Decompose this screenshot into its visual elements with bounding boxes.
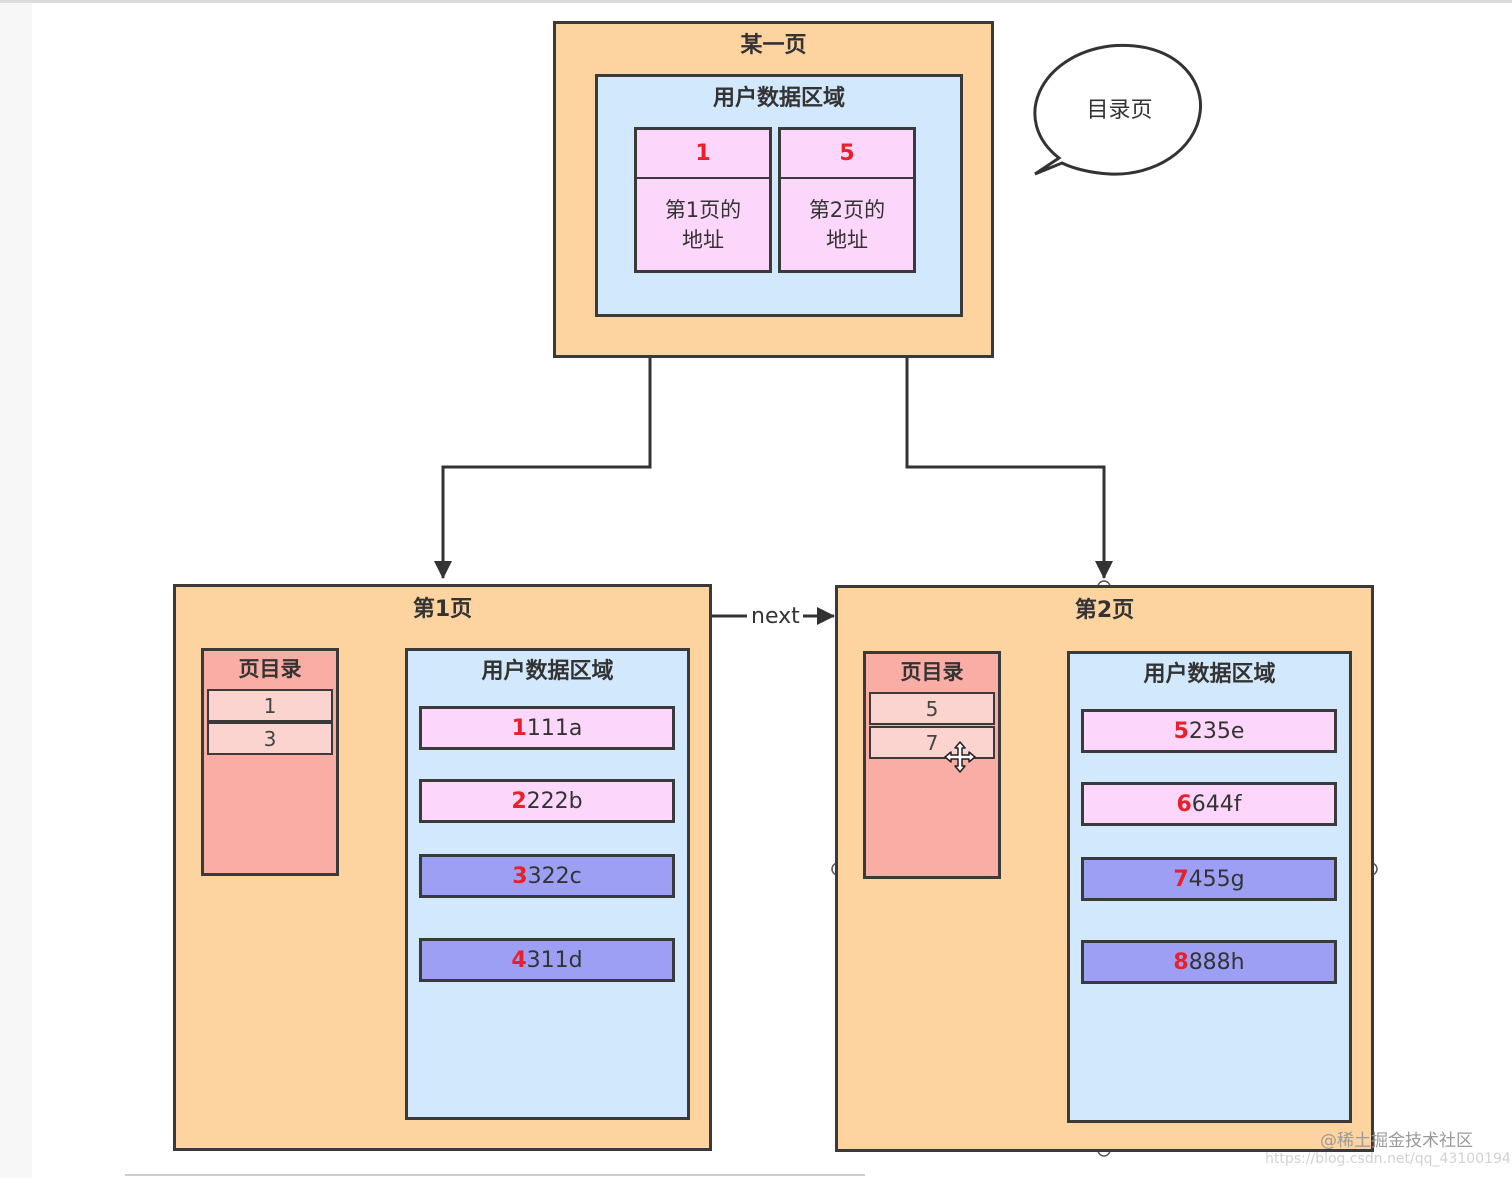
- record-rest: 644f: [1191, 791, 1242, 817]
- record-key: 1: [511, 715, 527, 741]
- connector-to-page1: [434, 356, 652, 579]
- directory-cell-key: 5: [781, 130, 913, 179]
- record-key: 4: [511, 947, 527, 973]
- directory-cell-label: 第1页的 地址: [664, 197, 742, 252]
- next-label: next: [749, 604, 802, 629]
- watermark-url: https://blog.csdn.net/qq_43100194: [1265, 1151, 1511, 1167]
- page-1-dir-entry: 1: [207, 689, 333, 722]
- directory-user-region: 用户数据区域 1 第1页的 地址 5 第2页的 地址: [595, 74, 963, 317]
- callout-bubble: [1033, 43, 1203, 176]
- record-rest: 235e: [1188, 718, 1245, 744]
- directory-page-title: 某一页: [740, 33, 807, 58]
- record-rest: 455g: [1188, 866, 1245, 892]
- left-margin: [0, 3, 32, 1178]
- watermark-site: @稀土掘金技术社区: [1320, 1131, 1473, 1151]
- directory-cell-key: 1: [637, 130, 769, 179]
- callout-label: 目录页: [1086, 98, 1153, 123]
- record-key: 8: [1173, 949, 1189, 975]
- directory-region-title: 用户数据区域: [712, 86, 845, 111]
- record-key: 2: [511, 788, 527, 814]
- directory-cell-1: 1 第1页的 地址: [634, 127, 772, 273]
- page-2-directory: 页目录 5 7: [863, 651, 1001, 879]
- record-key: 7: [1173, 866, 1189, 892]
- page-2-directory-title: 页目录: [900, 660, 964, 684]
- page-2-dir-entry: 7: [869, 726, 995, 759]
- page-2-title: 第2页: [1074, 598, 1135, 623]
- page-1-region-title: 用户数据区域: [481, 659, 614, 684]
- page-1-title: 第1页: [412, 597, 473, 622]
- directory-cell-label: 第2页的 地址: [808, 197, 886, 252]
- record-key: 3: [512, 863, 528, 889]
- record-rest: 311d: [526, 947, 583, 973]
- record-key: 6: [1176, 791, 1192, 817]
- record-rest: 888h: [1188, 949, 1245, 975]
- page-2-dir-entry: 5: [869, 692, 995, 725]
- page-1-directory: 页目录 1 3: [201, 648, 339, 876]
- top-border: [0, 0, 1512, 3]
- connector-to-page2: [905, 356, 1113, 579]
- directory-cell-2: 5 第2页的 地址: [778, 127, 916, 273]
- directory-page: 某一页 用户数据区域 1 第1页的 地址 5 第2页的 地址: [553, 21, 994, 358]
- move-cursor-icon: [944, 741, 976, 773]
- record-rest: 322c: [527, 863, 582, 889]
- page-1-dir-entry: 3: [207, 722, 333, 755]
- record-rest: 222b: [526, 788, 583, 814]
- record-key: 5: [1173, 718, 1189, 744]
- bottom-border: [125, 1174, 865, 1176]
- page-2-region-title: 用户数据区域: [1143, 662, 1276, 687]
- page-1-directory-title: 页目录: [238, 657, 302, 681]
- record-rest: 111a: [526, 715, 583, 741]
